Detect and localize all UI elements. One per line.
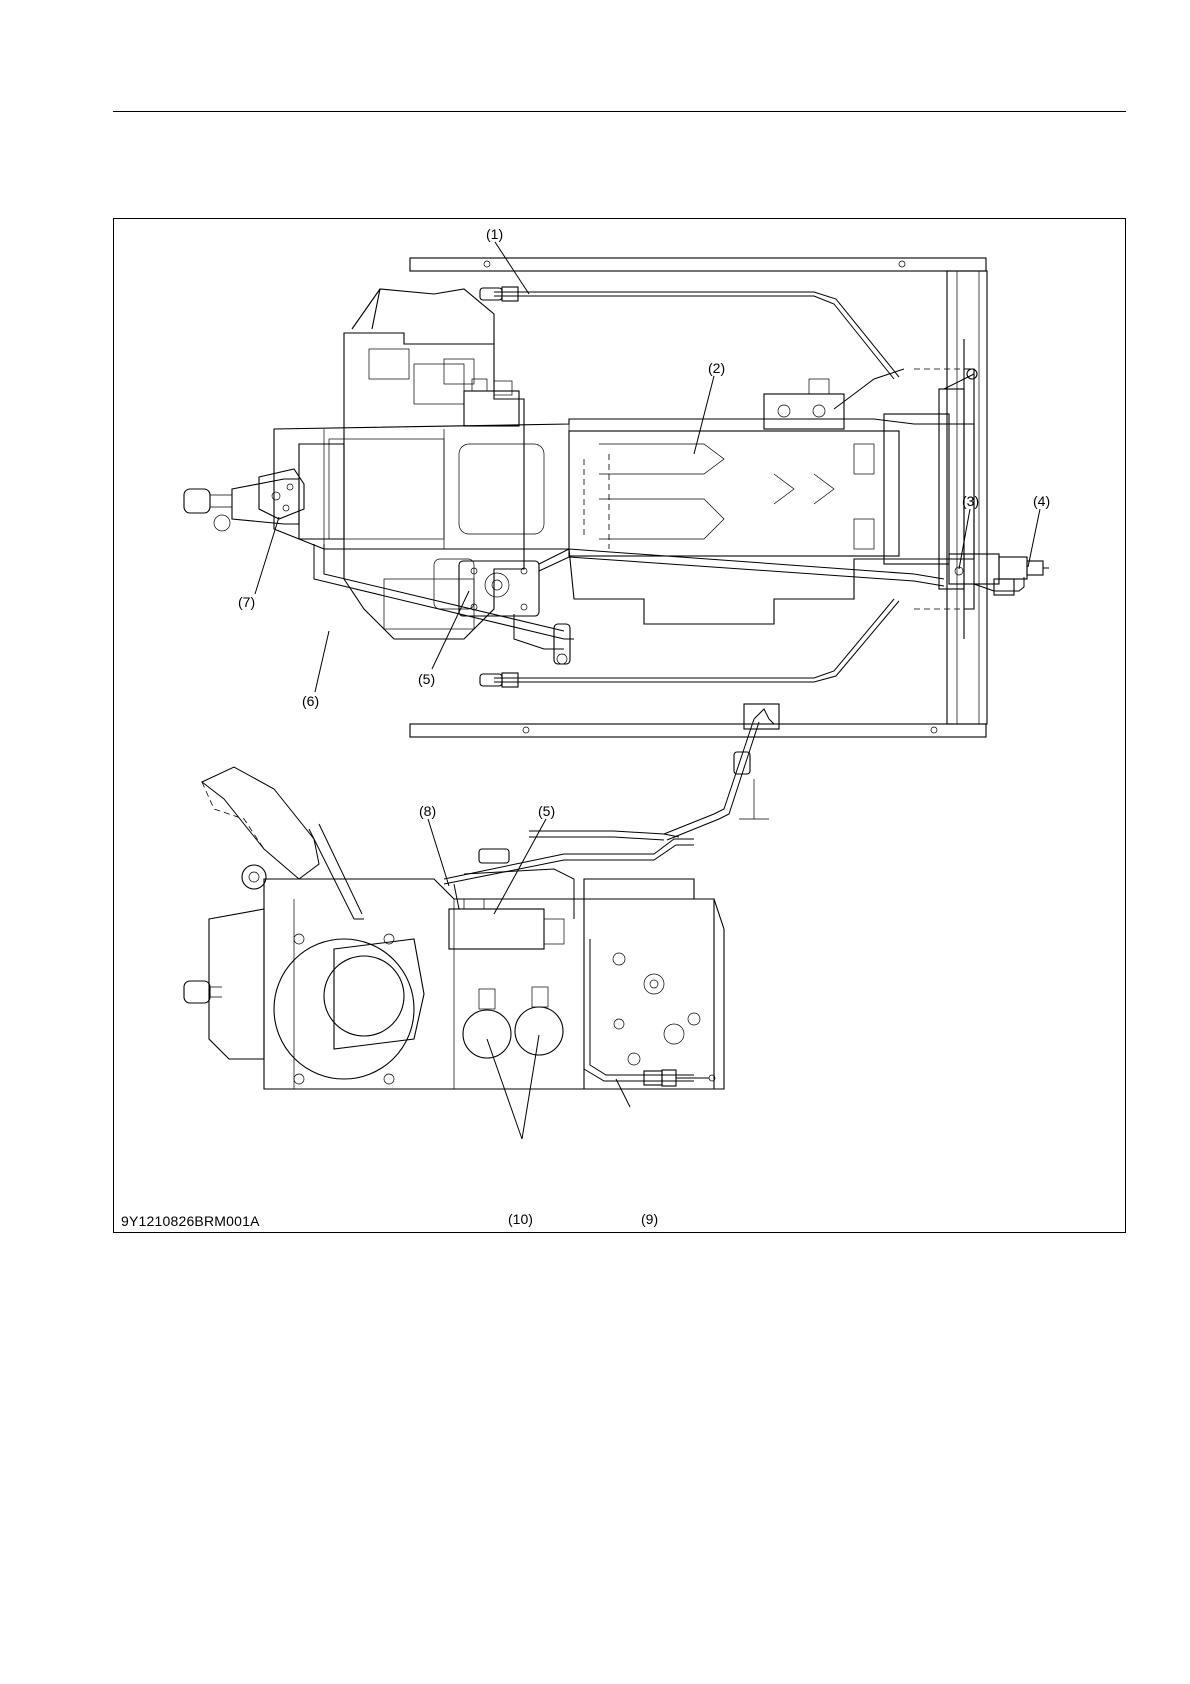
rear-axle-case xyxy=(274,419,974,624)
upper-valve-block xyxy=(464,391,519,426)
pipe-6 xyxy=(314,544,574,639)
callout-7: (7) xyxy=(238,594,255,610)
pipe-side-upper xyxy=(309,829,364,919)
callout-9: (9) xyxy=(641,1211,658,1227)
callout-6: (6) xyxy=(302,693,319,709)
side-view xyxy=(184,704,779,1089)
callout-4: (4) xyxy=(1033,493,1050,509)
pto-housing xyxy=(299,444,344,539)
callout-1: (1) xyxy=(486,226,503,242)
clutch-housing-top xyxy=(352,289,494,344)
figure-frame: (1) (2) (3) (4) (5) (6) (7) (8) (5) (9) … xyxy=(113,218,1126,1233)
housing-flange xyxy=(274,939,414,1079)
callout-3: (3) xyxy=(962,493,979,509)
pipe-9 xyxy=(584,939,694,1081)
pipe-to-stand xyxy=(664,719,754,834)
figure-id: 9Y1210826BRM001A xyxy=(121,1213,260,1229)
leader-lines xyxy=(255,242,1040,1139)
plate-7 xyxy=(259,469,304,519)
pto-shaft-end xyxy=(184,489,210,513)
side-valve-5 xyxy=(449,909,544,949)
callout-5-bottom: (5) xyxy=(538,803,555,819)
side-pto-housing xyxy=(209,909,264,1059)
top-view xyxy=(184,258,1049,737)
filter-10b xyxy=(515,1007,563,1055)
hydraulic-piping-drawing: (1) (2) (3) (4) (5) (6) (7) (8) (5) (9) … xyxy=(114,219,1125,1232)
pipe-to-rear xyxy=(539,549,944,579)
filter-10a xyxy=(463,1010,511,1058)
callout-8: (8) xyxy=(419,803,436,819)
lower-frame-rail xyxy=(410,724,986,737)
pipe-1 xyxy=(494,296,894,379)
callout-10: (10) xyxy=(508,1211,533,1227)
rear-valve-block xyxy=(764,394,844,429)
lift-arm xyxy=(202,767,319,879)
callout-5-top: (5) xyxy=(418,671,435,687)
upper-frame-rail xyxy=(410,258,986,271)
differential-tube xyxy=(569,431,899,556)
callout-2: (2) xyxy=(708,360,725,376)
side-pto-shaft xyxy=(184,981,210,1003)
header-rule xyxy=(113,111,1126,112)
flange-opening xyxy=(324,956,404,1036)
